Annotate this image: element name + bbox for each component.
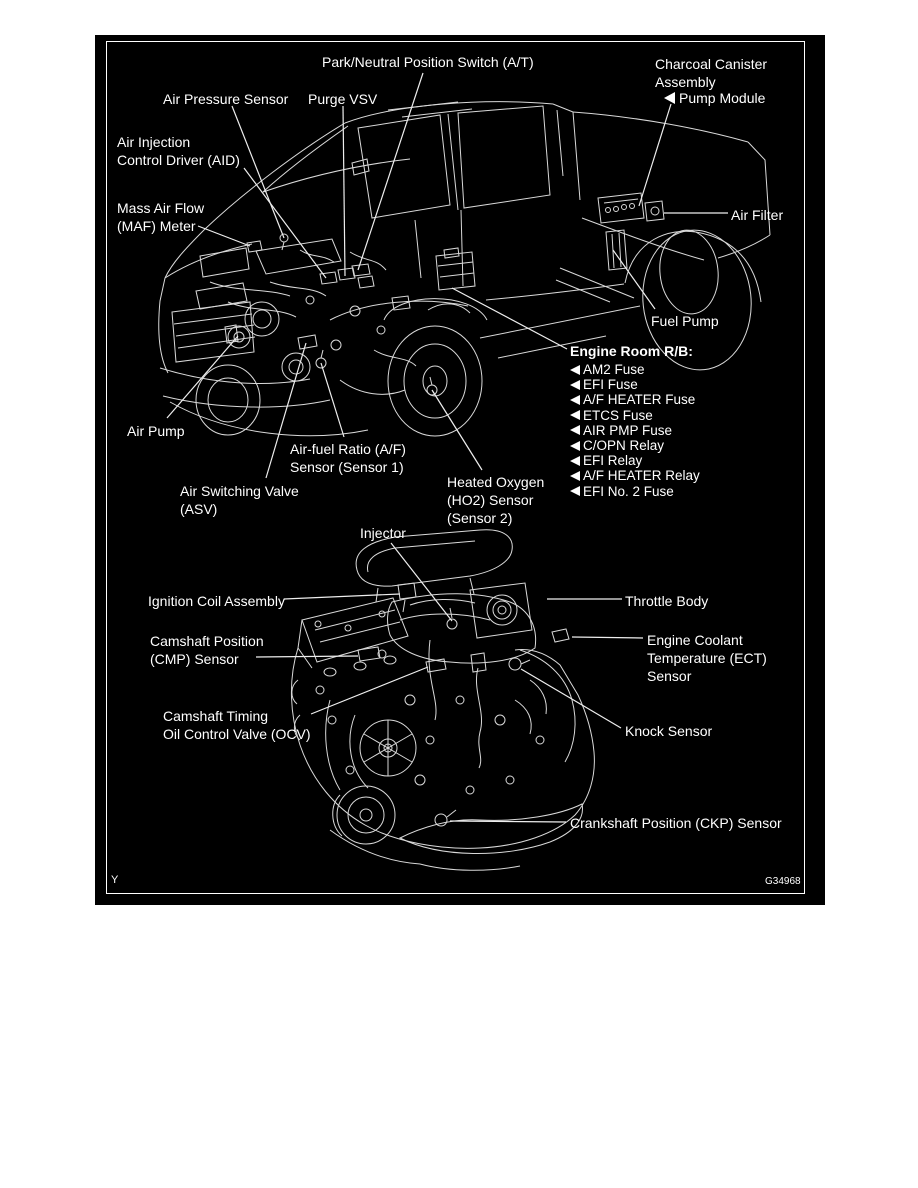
label-charcoal-canister-assembly: Charcoal Canister Assembly xyxy=(655,56,768,90)
diagram-border xyxy=(106,41,805,894)
label-air-injection-control-driver: Air Injection Control Driver (AID) xyxy=(117,134,240,168)
label-air-filter: Air Filter xyxy=(731,207,784,223)
rb-item-af-heater-relay: A/F HEATER Relay xyxy=(570,468,700,483)
label-af-ratio-sensor: Air-fuel Ratio (A/F) Sensor (Sensor 1) xyxy=(290,441,406,475)
label-throttle-body: Throttle Body xyxy=(625,593,709,609)
page-marker: Y xyxy=(111,874,119,886)
left-triangle-icon xyxy=(570,379,580,390)
rb-item-text: EFI No. 2 Fuse xyxy=(583,483,674,499)
label-heated-oxygen-sensor: Heated Oxygen (HO2) Sensor (Sensor 2) xyxy=(447,474,545,526)
engine-room-rb-title: Engine Room R/B: xyxy=(570,343,693,359)
label-maf-meter: Mass Air Flow (MAF) Meter xyxy=(117,200,205,234)
rb-item-text: EFI Relay xyxy=(583,453,643,469)
left-triangle-icon xyxy=(570,425,580,436)
rb-item-text: A/F HEATER Fuse xyxy=(583,392,696,408)
label-air-switching-valve: Air Switching Valve (ASV) xyxy=(180,483,299,517)
rb-item-text: AM2 Fuse xyxy=(583,362,645,377)
rb-item-am2-fuse: AM2 Fuse xyxy=(570,362,700,377)
engine-room-rb-list: Engine Room R/B: AM2 Fuse EFI Fuse A/F H… xyxy=(570,343,700,499)
left-triangle-icon xyxy=(664,92,675,104)
left-triangle-icon xyxy=(570,486,580,497)
label-park-neutral-position-switch: Park/Neutral Position Switch (A/T) xyxy=(322,54,534,70)
rb-item-efi-fuse: EFI Fuse xyxy=(570,377,700,392)
label-air-pump: Air Pump xyxy=(127,423,185,439)
label-cmp-sensor: Camshaft Position (CMP) Sensor xyxy=(150,633,264,667)
label-air-pressure-sensor: Air Pressure Sensor xyxy=(163,91,289,107)
rb-item-text: A/F HEATER Relay xyxy=(583,468,700,484)
left-triangle-icon xyxy=(570,440,580,451)
label-ect-sensor: Engine Coolant Temperature (ECT) Sensor xyxy=(647,632,767,684)
rb-item-efi-relay: EFI Relay xyxy=(570,453,700,468)
left-triangle-icon xyxy=(570,364,580,375)
label-purge-vsv: Purge VSV xyxy=(308,91,378,107)
left-triangle-icon xyxy=(570,410,580,421)
label-camshaft-timing-ocv: Camshaft Timing Oil Control Valve (OCV) xyxy=(163,708,311,742)
rb-item-af-heater-fuse: A/F HEATER Fuse xyxy=(570,392,700,407)
rb-item-etcs-fuse: ETCS Fuse xyxy=(570,408,700,423)
rb-item-text: AIR PMP Fuse xyxy=(583,422,673,438)
label-ckp-sensor: Crankshaft Position (CKP) Sensor xyxy=(570,815,782,831)
figure-code: G34968 xyxy=(765,876,801,887)
label-injector: Injector xyxy=(360,525,406,541)
rb-item-air-pmp-fuse: AIR PMP Fuse xyxy=(570,423,700,438)
rb-item-text: ETCS Fuse xyxy=(583,407,653,423)
left-triangle-icon xyxy=(570,470,580,481)
pump-module-text: Pump Module xyxy=(679,90,766,106)
rb-item-copn-relay: C/OPN Relay xyxy=(570,438,700,453)
left-triangle-icon xyxy=(570,455,580,466)
label-fuel-pump: Fuel Pump xyxy=(651,313,719,329)
label-pump-module: Pump Module xyxy=(664,89,765,107)
label-ignition-coil-assembly: Ignition Coil Assembly xyxy=(148,593,285,609)
left-triangle-icon xyxy=(570,394,580,405)
rb-item-text: C/OPN Relay xyxy=(583,437,665,453)
rb-item-text: EFI Fuse xyxy=(583,377,638,393)
label-knock-sensor: Knock Sensor xyxy=(625,723,713,739)
rb-item-efi-no2-fuse: EFI No. 2 Fuse xyxy=(570,484,700,499)
